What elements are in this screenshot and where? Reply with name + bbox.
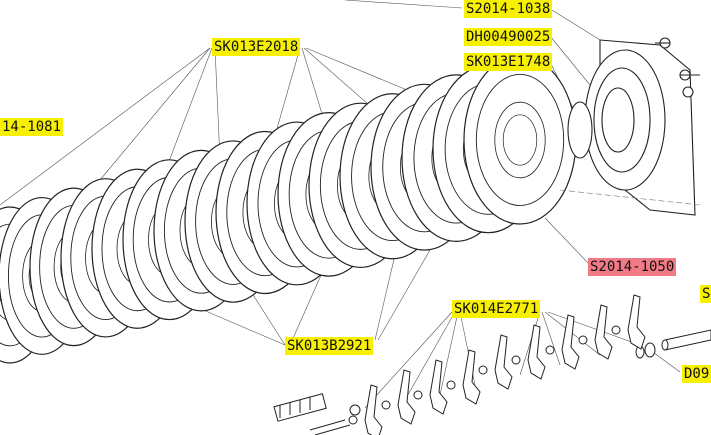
label-edge-d09: D09 xyxy=(682,365,711,383)
washer xyxy=(446,380,456,390)
washer xyxy=(478,365,488,375)
lever xyxy=(462,349,481,405)
washer xyxy=(381,400,391,410)
washer xyxy=(511,355,521,365)
label-sk013e2018: SK013E2018 xyxy=(212,38,301,56)
lever xyxy=(527,324,546,380)
lever xyxy=(594,304,613,360)
label-s2014-1038: S2014-1038 xyxy=(464,0,553,18)
label-edge-s: S xyxy=(700,285,711,303)
label-sk013e1748: SK013E1748 xyxy=(464,53,553,71)
lever xyxy=(364,384,383,435)
washer xyxy=(545,345,555,355)
lever xyxy=(429,359,448,415)
label-sk014e2771: SK014E2771 xyxy=(452,300,541,318)
clutch-disc-stack xyxy=(0,55,577,364)
washer xyxy=(578,335,588,345)
lever xyxy=(494,334,513,390)
washer xyxy=(611,325,621,335)
label-sk013b2921: SK013B2921 xyxy=(285,337,374,355)
disc xyxy=(463,55,577,225)
bolt-parts xyxy=(273,393,361,435)
label-dh00490025: DH00490025 xyxy=(464,28,553,46)
label-14-1081: 14-1081 xyxy=(0,118,64,136)
centerline xyxy=(559,189,701,206)
washer xyxy=(413,390,423,400)
lever xyxy=(561,314,580,370)
lever xyxy=(397,369,416,425)
end-housing xyxy=(567,37,700,216)
label-s2014-1050: S2014-1050 xyxy=(588,258,677,276)
lever-set xyxy=(348,294,646,435)
washer xyxy=(348,415,358,425)
shaft xyxy=(635,329,711,359)
lever xyxy=(627,294,646,350)
